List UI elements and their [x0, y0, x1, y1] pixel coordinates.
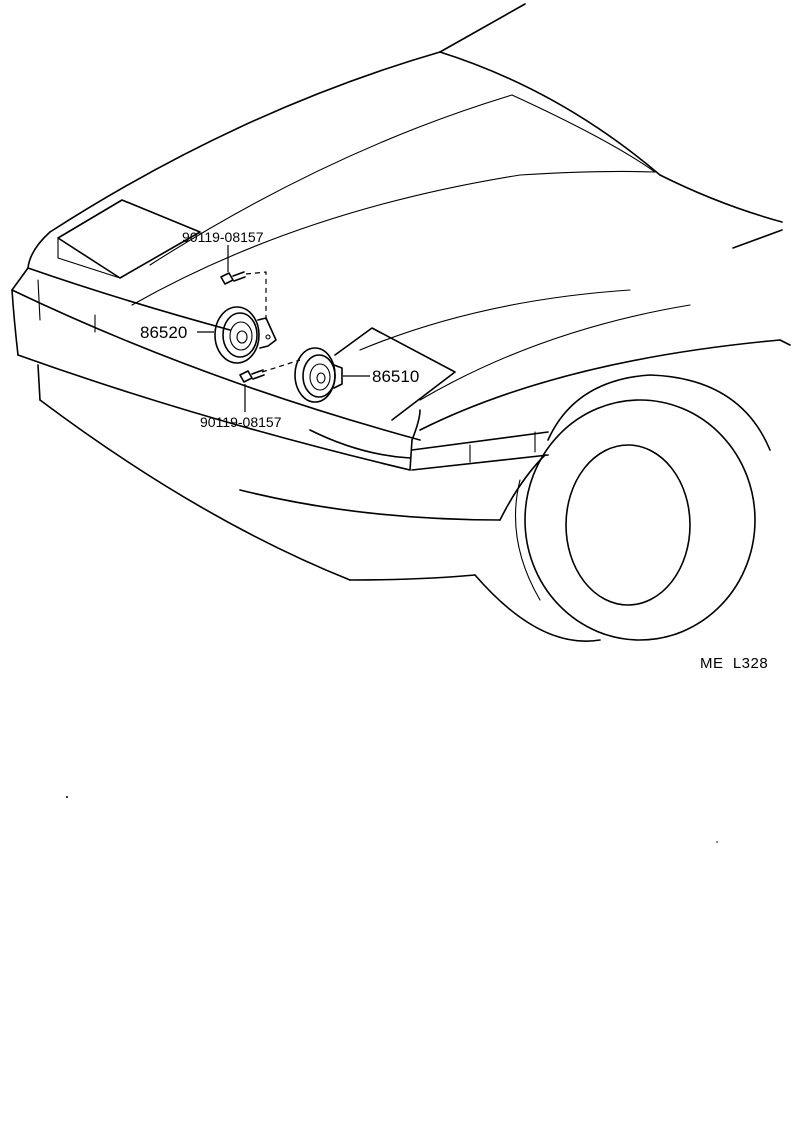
bolt-upper-icon: [220, 271, 246, 285]
horn-high-part-number: 86510: [372, 367, 419, 386]
bolt-lower-part-number: 90119-08157: [200, 414, 282, 430]
scan-speck: [66, 796, 68, 798]
scan-speck: [716, 841, 718, 843]
horn-low-part-number: 86520: [140, 323, 187, 342]
figure-reference-code: ME L328: [700, 655, 768, 672]
horn-86520: [214, 306, 277, 364]
bolt-lower-icon: [239, 369, 265, 383]
bolt-upper-part-number: 90119-08157: [182, 229, 264, 245]
leader-lines: [197, 245, 370, 412]
horn-86510: [294, 347, 343, 403]
assembly-dashed-lines: [245, 271, 301, 373]
car-body-outline: [11, 3, 791, 642]
